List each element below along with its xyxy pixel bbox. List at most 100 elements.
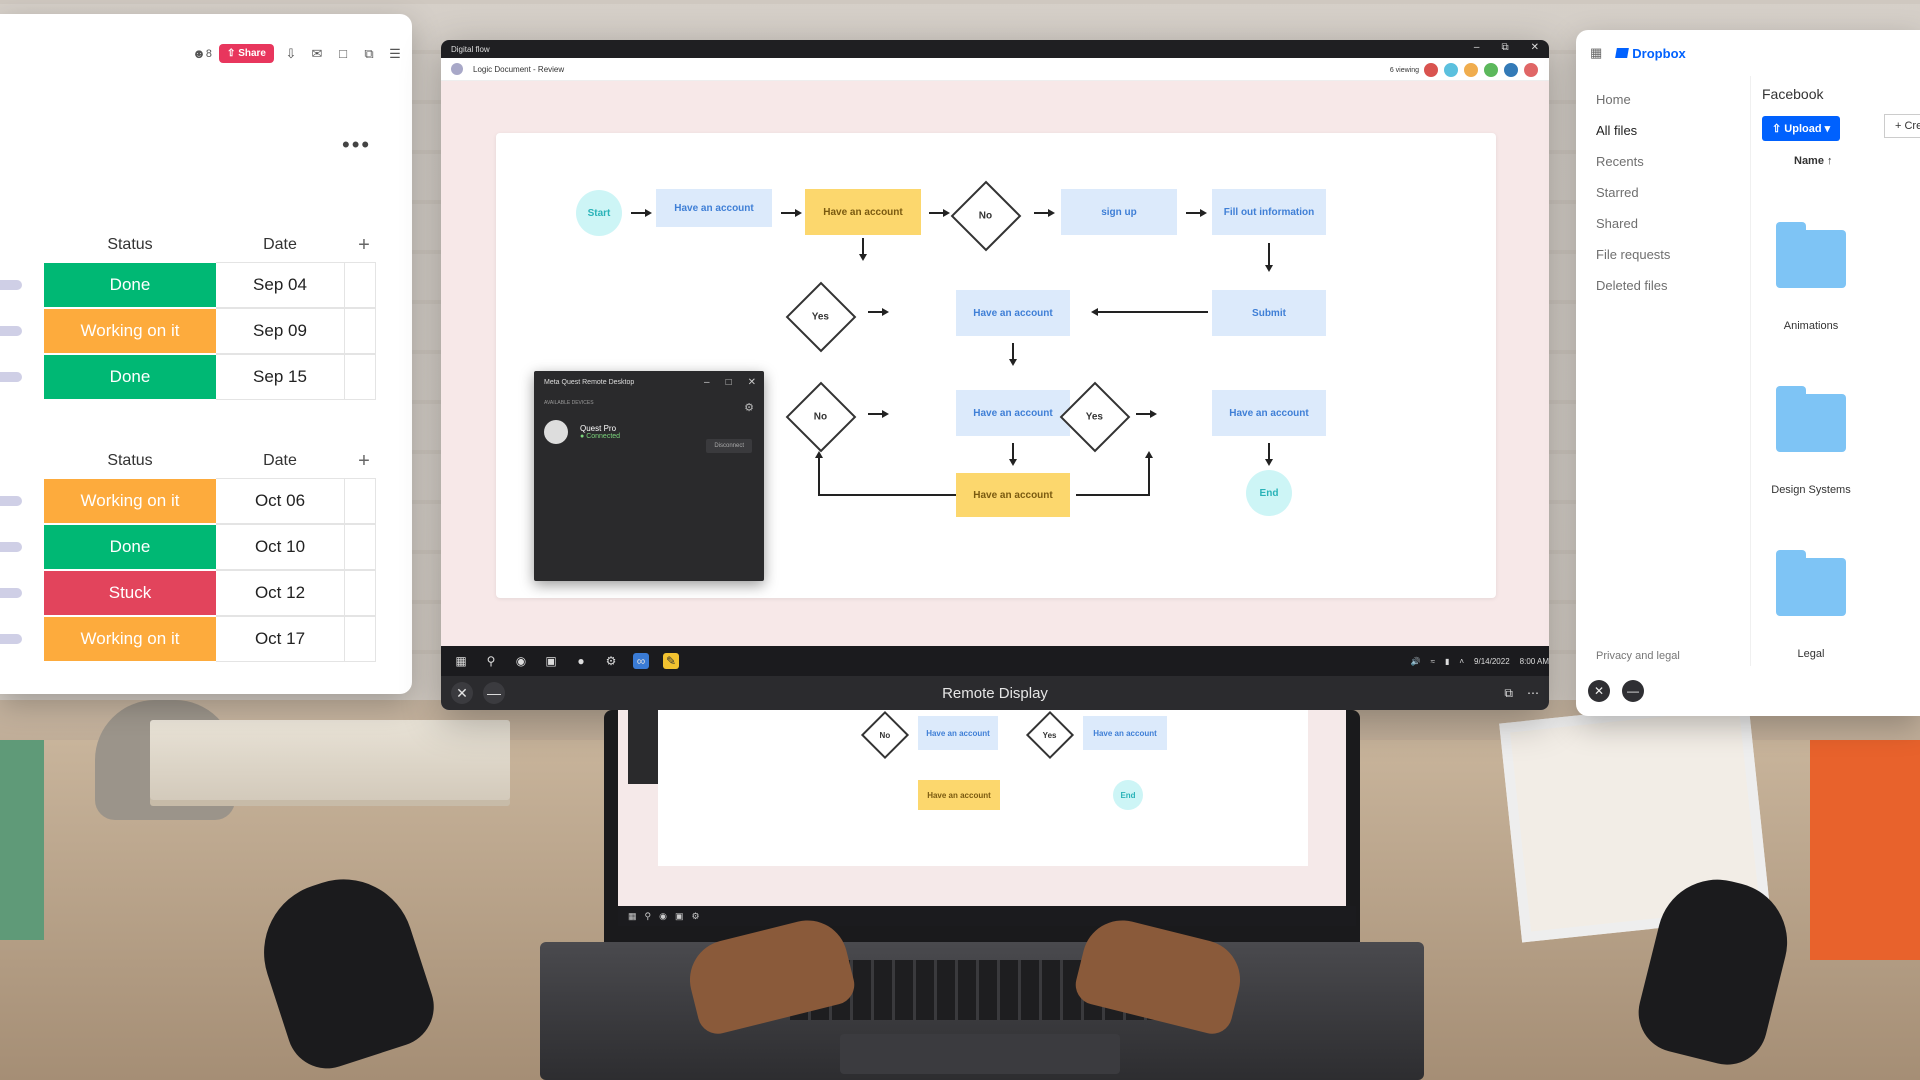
avatar[interactable] bbox=[1483, 62, 1499, 78]
close-icon[interactable]: ✕ bbox=[1530, 42, 1539, 53]
close-icon[interactable]: ✕ bbox=[451, 682, 473, 704]
empty-cell[interactable] bbox=[345, 478, 376, 524]
flow-decision-node[interactable]: Yes bbox=[1059, 381, 1131, 453]
add-column-button[interactable]: + bbox=[358, 449, 370, 472]
avatar[interactable] bbox=[1423, 62, 1439, 78]
date-cell[interactable]: Oct 10 bbox=[216, 524, 345, 570]
store-icon[interactable]: ▣ bbox=[545, 654, 557, 668]
copy-icon[interactable]: ⧉ bbox=[364, 45, 374, 61]
status-cell[interactable]: Working on it bbox=[44, 617, 216, 661]
restore-icon[interactable]: ⧉ bbox=[1501, 42, 1509, 53]
status-cell[interactable]: Working on it bbox=[44, 479, 216, 523]
shared-folder-icon[interactable] bbox=[1776, 386, 1846, 452]
drag-handle[interactable] bbox=[0, 326, 22, 336]
search-icon[interactable]: ⚲ bbox=[486, 654, 496, 668]
status-cell[interactable]: Stuck bbox=[44, 571, 216, 615]
nav-home[interactable]: Home bbox=[1596, 92, 1631, 107]
flow-decision-node[interactable]: No bbox=[785, 381, 857, 453]
create-button[interactable]: + Cre bbox=[1884, 114, 1920, 138]
avatar[interactable] bbox=[1523, 62, 1539, 78]
battery-icon[interactable]: ▮ bbox=[1444, 656, 1450, 666]
shared-folder-icon[interactable] bbox=[1776, 550, 1846, 616]
flow-node[interactable]: Have an account bbox=[656, 189, 772, 227]
clock-date[interactable]: 9/14/2022 bbox=[1474, 656, 1510, 666]
drag-handle[interactable] bbox=[0, 542, 22, 552]
date-cell[interactable]: Oct 12 bbox=[216, 570, 345, 616]
more-icon[interactable]: ⋯ bbox=[1527, 685, 1539, 700]
nav-recents[interactable]: Recents bbox=[1596, 154, 1644, 169]
drag-handle[interactable] bbox=[0, 634, 22, 644]
date-cell[interactable]: Oct 06 bbox=[216, 478, 345, 524]
avatar[interactable] bbox=[1503, 62, 1519, 78]
settings-gear-icon[interactable]: ⚙ bbox=[744, 402, 754, 414]
device-row[interactable]: Quest Pro ● Connected bbox=[534, 406, 764, 458]
list-icon[interactable]: ☰ bbox=[389, 45, 401, 61]
nav-file-requests[interactable]: File requests bbox=[1596, 247, 1671, 262]
flow-start-node[interactable]: Start bbox=[576, 190, 622, 236]
folder-name[interactable]: Animations bbox=[1783, 320, 1839, 332]
close-icon[interactable]: ✕ bbox=[1588, 680, 1610, 702]
empty-cell[interactable] bbox=[345, 570, 376, 616]
resize-icon[interactable]: ⧉ bbox=[1504, 685, 1513, 700]
flow-node[interactable]: Have an account bbox=[956, 390, 1070, 436]
flow-node[interactable]: Have an account bbox=[956, 290, 1070, 336]
date-cell[interactable]: Sep 15 bbox=[216, 354, 345, 400]
chevron-up-icon[interactable]: ˄ bbox=[1459, 656, 1465, 666]
flow-decision-node[interactable]: No bbox=[950, 180, 1022, 252]
date-cell[interactable]: Oct 17 bbox=[216, 616, 345, 662]
drag-handle[interactable] bbox=[0, 280, 22, 290]
nav-shared[interactable]: Shared bbox=[1596, 216, 1638, 231]
comments-icon[interactable]: ✉ bbox=[311, 45, 323, 61]
nav-starred[interactable]: Starred bbox=[1596, 185, 1639, 200]
disconnect-button[interactable]: Disconnect bbox=[706, 439, 752, 453]
minimize-icon[interactable]: – bbox=[704, 377, 710, 388]
status-cell[interactable]: Done bbox=[44, 525, 216, 569]
chat-icon[interactable]: □ bbox=[339, 46, 347, 61]
invite-members-icon[interactable]: ☻8 bbox=[192, 46, 212, 61]
avatar[interactable] bbox=[1463, 62, 1479, 78]
avatar[interactable] bbox=[1443, 62, 1459, 78]
date-cell[interactable]: Sep 09 bbox=[216, 308, 345, 354]
minimize-icon[interactable]: – bbox=[1473, 42, 1480, 53]
flow-node[interactable]: Have an account bbox=[805, 189, 921, 235]
wifi-icon[interactable]: ≈ bbox=[1430, 656, 1435, 666]
flow-decision-node[interactable]: Yes bbox=[785, 281, 857, 353]
folder-name[interactable]: Legal bbox=[1797, 648, 1825, 660]
maximize-icon[interactable]: □ bbox=[725, 377, 732, 388]
browser-icon[interactable]: ◉ bbox=[515, 654, 527, 668]
flow-end-node[interactable]: End bbox=[1246, 470, 1292, 516]
flowchart-canvas[interactable]: Start Have an account Have an account No… bbox=[496, 133, 1496, 598]
dropbox-logo[interactable]: Dropbox bbox=[1615, 46, 1686, 61]
sticky-notes-icon[interactable]: ✎ bbox=[663, 653, 679, 669]
pin-icon[interactable]: ● bbox=[577, 654, 585, 668]
status-cell[interactable]: Done bbox=[44, 355, 216, 399]
empty-cell[interactable] bbox=[345, 308, 376, 354]
minimize-icon[interactable]: — bbox=[483, 682, 505, 704]
date-cell[interactable]: Sep 04 bbox=[216, 262, 345, 308]
nav-all-files[interactable]: All files bbox=[1596, 123, 1638, 138]
clock-time[interactable]: 8:00 AM bbox=[1519, 656, 1549, 666]
volume-icon[interactable]: 🔊 bbox=[1410, 656, 1421, 666]
privacy-link[interactable]: Privacy and legal bbox=[1596, 650, 1680, 662]
nav-deleted-files[interactable]: Deleted files bbox=[1596, 278, 1668, 293]
close-icon[interactable]: ✕ bbox=[747, 377, 756, 388]
empty-cell[interactable] bbox=[345, 524, 376, 570]
flow-node[interactable]: Fill out information bbox=[1212, 189, 1326, 235]
share-button[interactable]: ⇧ Share bbox=[219, 44, 274, 63]
download-icon[interactable]: ⇩ bbox=[285, 45, 297, 61]
flow-node[interactable]: Have an account bbox=[956, 473, 1070, 517]
folder-icon[interactable] bbox=[1776, 222, 1846, 288]
drag-handle[interactable] bbox=[0, 372, 22, 382]
flow-node[interactable]: sign up bbox=[1061, 189, 1177, 235]
start-menu-icon[interactable]: ▦ bbox=[455, 654, 467, 668]
empty-cell[interactable] bbox=[345, 262, 376, 308]
status-cell[interactable]: Working on it bbox=[44, 309, 216, 353]
apps-grid-icon[interactable]: ▦ bbox=[1590, 45, 1603, 60]
window-more-icon[interactable]: ⋯ bbox=[372, 690, 386, 694]
name-column-header[interactable]: Name ↑ bbox=[1794, 155, 1833, 167]
